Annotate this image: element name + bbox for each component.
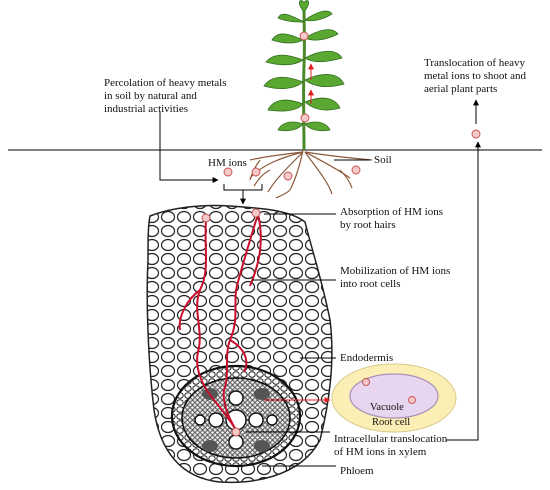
leaf: [304, 50, 343, 63]
leaf: [271, 33, 304, 44]
phloem-label: Phloem: [340, 465, 374, 477]
hm-ions-bracket: [223, 184, 263, 191]
leaf: [263, 76, 304, 90]
translocation-connector: [446, 141, 481, 441]
leaf: [304, 97, 341, 111]
leaf: [265, 54, 304, 66]
hm-ion: [251, 208, 261, 218]
leaf: [304, 29, 339, 41]
hm-ion: [362, 378, 370, 386]
leaf: [304, 74, 345, 88]
soil-label: Soil: [374, 154, 392, 166]
root-cell-label: Root cell: [372, 417, 411, 428]
leaf: [299, 0, 309, 13]
hm-ion: [408, 396, 416, 404]
hm-ion: [471, 129, 481, 139]
phloem-patch: [202, 440, 218, 452]
leaf: [304, 121, 331, 132]
xylem-vessel: [248, 412, 264, 428]
phloem-patch: [254, 388, 270, 400]
xylem-vessel: [228, 390, 244, 406]
leaf: [304, 10, 333, 22]
plant-roots: [249, 149, 373, 199]
hm-ion: [251, 167, 261, 177]
hm-ion: [283, 171, 293, 181]
hm-ion: [201, 213, 211, 223]
leaf: [277, 121, 304, 132]
leaf: [267, 99, 304, 112]
percolation-connector: [159, 112, 219, 183]
translocation-shoot-label: Translocation of heavy metal ions to sho…: [424, 57, 527, 95]
plant-shoot: [263, 0, 345, 151]
intracellular-label: Intracellular translocation of HM ions i…: [334, 433, 448, 458]
mobilization-label: Mobilization of HM ions into root cells: [340, 265, 451, 290]
hm-pathways: [178, 213, 262, 431]
hm-ions-label: HM ions: [208, 157, 247, 169]
xylem-vessel: [228, 434, 244, 450]
hm-ion: [223, 167, 233, 177]
leaf: [277, 13, 305, 23]
absorption-label: Absorption of HM ions by root hairs: [340, 206, 443, 231]
hm-ion: [300, 113, 310, 123]
root-cross-section: [146, 204, 333, 484]
phloem-patch: [254, 440, 270, 452]
vacuole-label: Vacuole: [370, 402, 404, 413]
hm-ion: [231, 427, 241, 437]
hm-ion: [351, 165, 361, 175]
vacuole-shape: [349, 373, 439, 419]
endodermis-label: Endodermis: [340, 352, 394, 364]
hm-ion: [299, 31, 309, 41]
xylem-vessel: [208, 412, 224, 428]
percolation-label: Percolation of heavy metals in soil by n…: [104, 77, 227, 115]
